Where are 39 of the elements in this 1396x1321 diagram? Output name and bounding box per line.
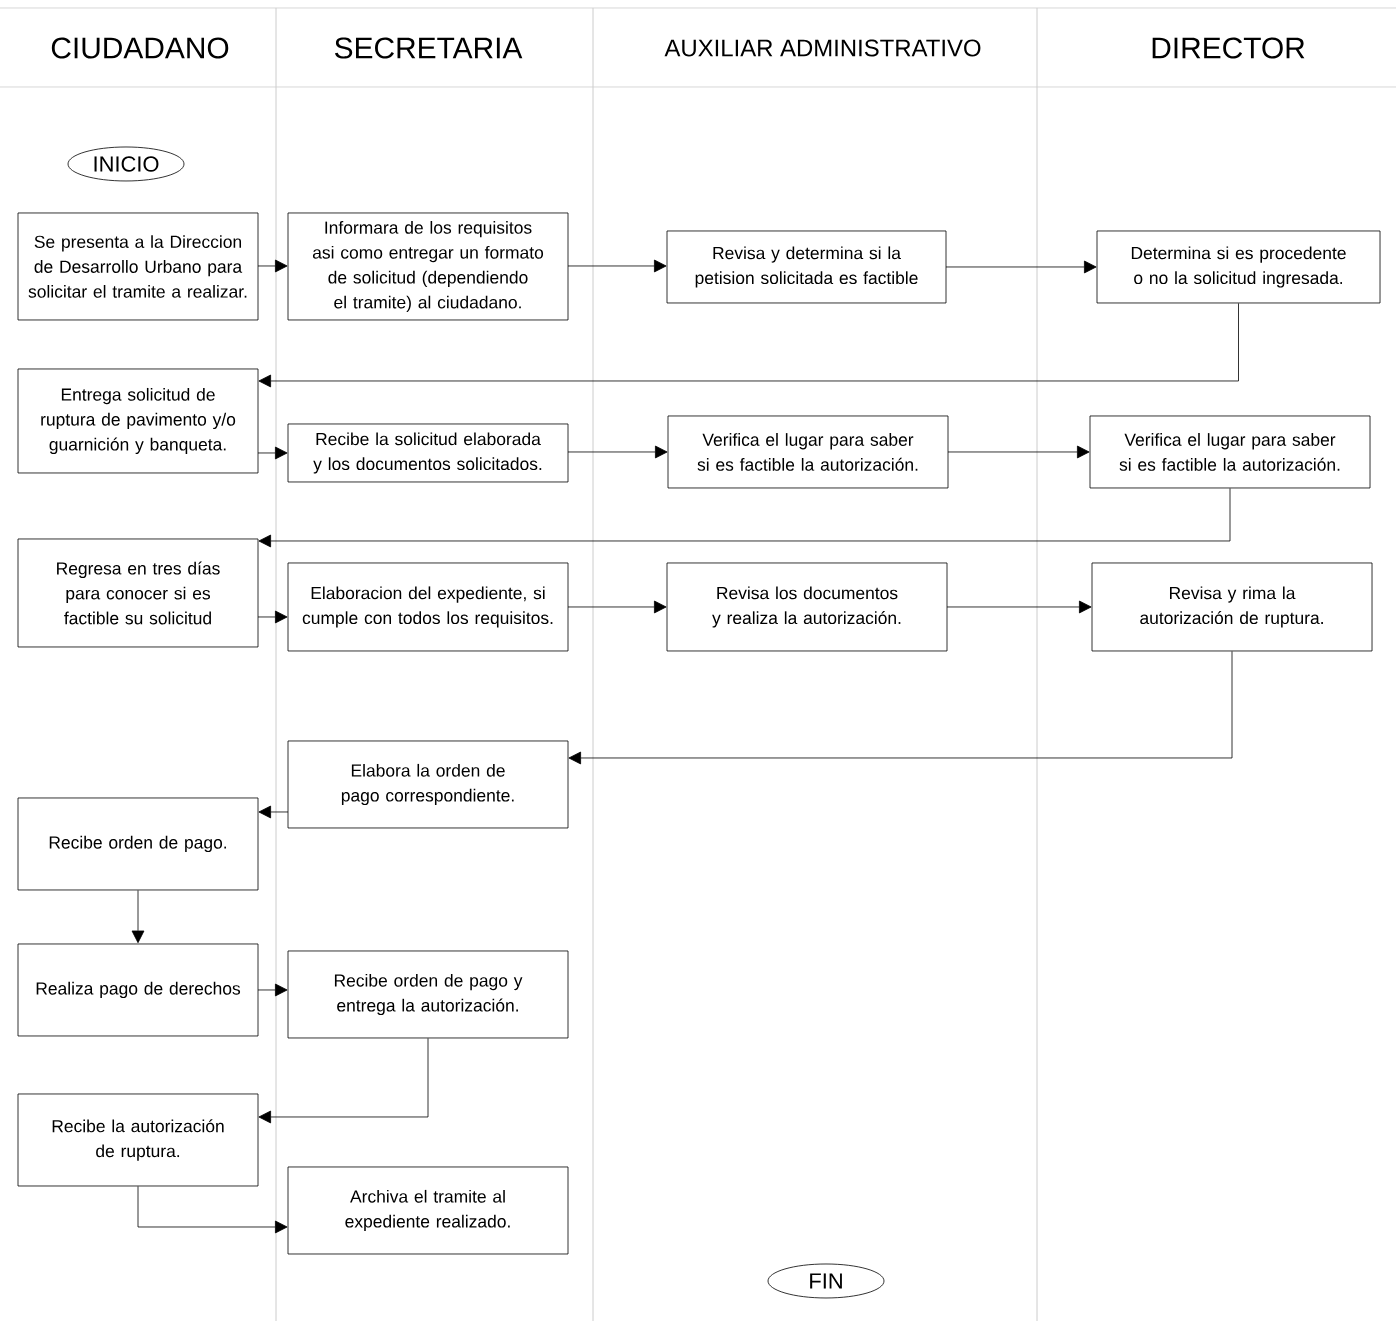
arrow — [257, 983, 288, 997]
process-box: Recibe orden de pago. — [17, 797, 259, 891]
arrow — [258, 303, 1239, 388]
process-box: Verifica el lugar para saber si es factible la autorización. — [667, 415, 949, 489]
process-box: Informara de los requisitos asi como entregar un formato de solicitud (dependiendo el tramite) al ciudadano. — [287, 212, 569, 321]
arrow — [568, 651, 1233, 765]
arrow — [945, 260, 1097, 274]
lane-header: DIRECTOR — [1152, 37, 1305, 59]
process-box: Recibe la autorización de ruptura. — [17, 1093, 259, 1187]
lane-header: CIUDADANO — [51, 37, 229, 59]
arrow — [137, 1186, 288, 1234]
lane-header: AUXILIAR ADMINISTRATIVO — [664, 39, 981, 57]
process-box: Revisa los documentos y realiza la autorización. — [666, 562, 948, 652]
process-box: Verifica el lugar para saber si es factible la autorización. — [1089, 415, 1371, 489]
arrow — [258, 805, 289, 819]
arrow — [947, 445, 1090, 459]
lane-header: SECRETARIA — [335, 37, 523, 59]
process-box: Entrega solicitud de ruptura de pavimento y/o guarnición y banqueta. — [17, 368, 259, 474]
process-box: Elabora la orden de pago correspondiente. — [287, 740, 569, 829]
arrow — [567, 445, 668, 459]
process-box: Recibe orden de pago y entrega la autorización. — [287, 950, 569, 1039]
arrow — [131, 890, 145, 944]
process-box: Determina si es procedente o no la solicitud ingresada. — [1096, 230, 1381, 304]
process-box: Recibe la solicitud elaborada y los documentos solicitados. — [287, 423, 569, 483]
arrow — [258, 488, 1231, 548]
arrow — [567, 600, 667, 614]
process-box: Archiva el tramite al expediente realizado. — [287, 1166, 569, 1255]
process-box: Revisa y determina si la petision solicitada es factible — [666, 230, 947, 304]
process-box: Realiza pago de derechos — [17, 943, 259, 1037]
arrow — [567, 259, 667, 273]
process-box: Se presenta a la Direccion de Desarrollo Urbano para solicitar el tramite a realizar. — [17, 212, 259, 321]
arrow — [257, 446, 288, 460]
process-box: Revisa y rima la autorización de ruptura. — [1091, 562, 1373, 652]
process-box: Elaboracion del expediente, si cumple con todos los requisitos. — [287, 562, 569, 652]
arrow — [257, 610, 288, 624]
arrow — [258, 1038, 429, 1124]
arrow — [257, 259, 288, 273]
process-box: Regresa en tres días para conocer si es factible su solicitud — [17, 538, 259, 648]
arrow — [946, 600, 1092, 614]
